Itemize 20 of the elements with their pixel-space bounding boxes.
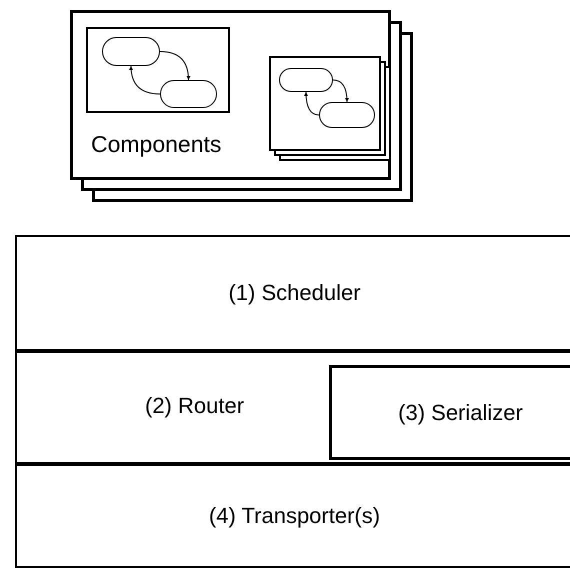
diagram-frame — [269, 56, 381, 151]
arrow — [160, 51, 190, 80]
state-pill — [160, 80, 217, 108]
layer-label: (3) Serializer — [398, 400, 523, 426]
state-pill — [319, 102, 375, 128]
state-pill — [102, 37, 160, 66]
state-pill — [279, 68, 333, 92]
arrow — [332, 80, 349, 102]
layer-box — [329, 365, 570, 460]
layer-band — [15, 235, 570, 351]
layer-band — [15, 464, 570, 568]
arrow — [129, 66, 160, 94]
layer-label: (4) Transporter(s) — [208, 503, 380, 529]
diagram-frame — [86, 27, 230, 113]
layer-band — [15, 351, 570, 464]
stacked-card — [70, 10, 391, 180]
layer-label: (1) Scheduler — [228, 280, 361, 306]
card-title: Components — [91, 131, 222, 158]
arrow — [304, 92, 320, 116]
layer-label: (2) Router — [145, 393, 244, 419]
